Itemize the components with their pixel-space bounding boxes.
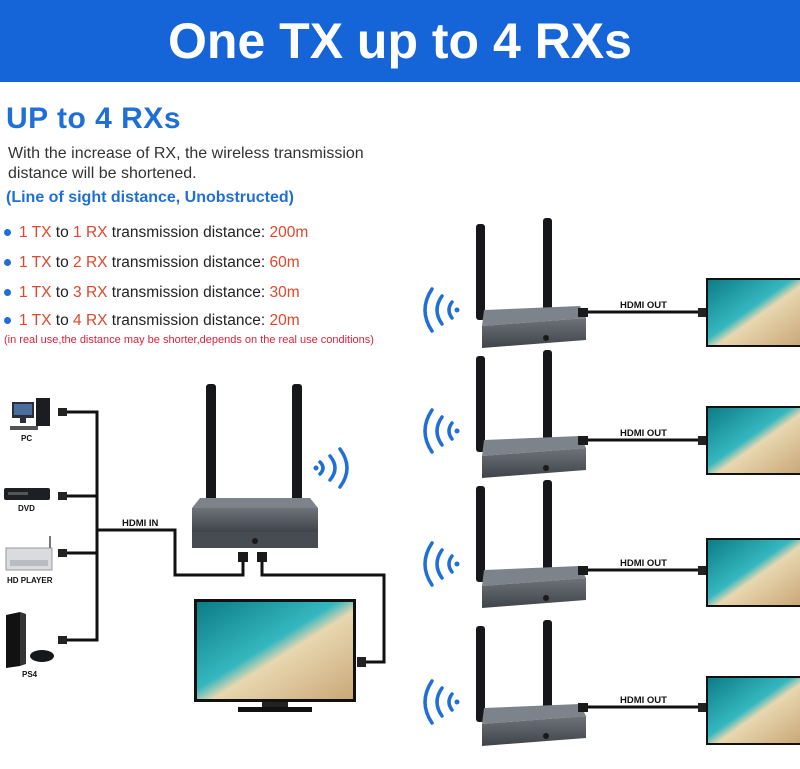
receiver-4	[476, 620, 588, 746]
distance-row-3: 1 TX to 3 RX transmission distance: 30m	[4, 284, 300, 302]
hd-player-label: HD PLAYER	[7, 576, 53, 585]
line-of-sight-note: (Line of sight distance, Unobstructed)	[6, 189, 295, 206]
wifi-signal-icon	[423, 541, 460, 587]
banner-title: One TX up to 4 RXs	[168, 13, 632, 69]
output-display-1	[698, 278, 800, 347]
receiver-1	[476, 218, 588, 348]
hdmi-out-label-1: HDMI OUT	[620, 300, 667, 311]
hdmi-out-label-3: HDMI OUT	[620, 558, 667, 569]
distance-row-2: 1 TX to 2 RX transmission distance: 60m	[4, 254, 300, 272]
info-heading: UP to 4 RXs	[6, 102, 181, 135]
transmitter-device	[192, 384, 318, 562]
ps4-label: PS4	[22, 670, 38, 679]
bullet-icon	[4, 259, 11, 267]
distance-row-1: 1 TX to 1 RX transmission distance: 200m	[4, 224, 308, 242]
description-line-2: distance will be shortened.	[8, 165, 197, 182]
output-display-4	[698, 676, 800, 745]
dvd-player-icon	[4, 488, 67, 500]
hd-player-icon	[5, 536, 67, 571]
wifi-signal-icon	[423, 679, 460, 725]
output-display-3	[698, 538, 800, 607]
bullet-icon	[4, 289, 11, 297]
output-display-2	[698, 406, 800, 475]
dvd-label: DVD	[18, 504, 35, 513]
bullet-icon	[4, 317, 11, 325]
hdmi-out-cables	[588, 310, 698, 709]
real-use-note: (in real use,the distance may be shorter…	[4, 334, 374, 346]
source-cables	[66, 410, 386, 664]
wifi-signal-icon	[423, 408, 460, 454]
title-banner: One TX up to 4 RXs	[0, 0, 800, 82]
receiver-2	[476, 350, 588, 478]
pc-label: PC	[21, 434, 33, 443]
pc-icon	[10, 398, 67, 430]
distance-row-4: 1 TX to 4 RX transmission distance: 20m	[4, 312, 300, 330]
wifi-signal-icon	[423, 287, 460, 333]
hdmi-in-label: HDMI IN	[122, 518, 159, 529]
hdmi-out-label-4: HDMI OUT	[620, 695, 667, 706]
hdmi-out-label-2: HDMI OUT	[620, 428, 667, 439]
receiver-3	[476, 480, 588, 608]
tv-display	[194, 599, 366, 712]
bullet-icon	[4, 229, 11, 237]
wifi-signal-icon	[313, 447, 349, 489]
ps4-icon	[6, 612, 67, 668]
description-line-1: With the increase of RX, the wireless tr…	[8, 145, 364, 162]
